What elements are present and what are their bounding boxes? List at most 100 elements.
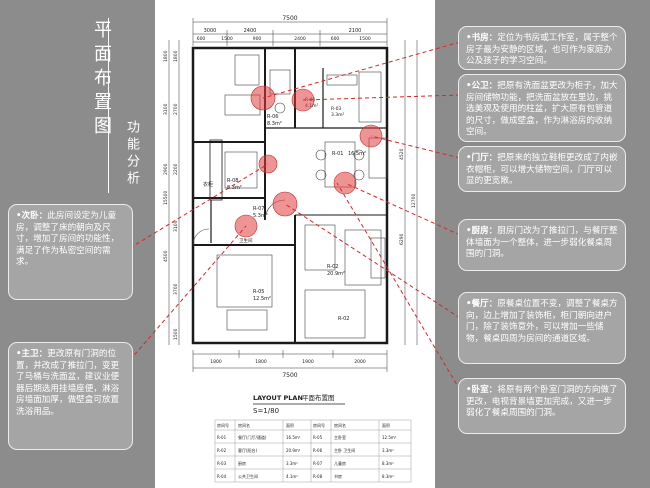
dim-bottom-seg: 1800 xyxy=(255,359,267,365)
callout-head: •公卫： xyxy=(466,81,498,91)
dim-top-seg: 600 xyxy=(331,36,340,42)
table-cell: 16.5m² xyxy=(286,435,301,440)
table-header: 房间名 xyxy=(334,422,346,428)
page-subtitle: 功能分析 xyxy=(124,120,139,188)
callout-kitchen: •厨房：厨房门改为了推拉门，与餐厅整体墙面为一个整体，进一步弱化餐桌周围的门洞。 xyxy=(458,219,626,271)
table-cell: 主卧 卫生间 xyxy=(334,447,355,453)
callout-study: •书房：定位为书房或工作室，属于整个房子最为安静的区域，也可作为家庭办公及孩子的… xyxy=(458,26,626,70)
table-cell: 书房 xyxy=(334,473,342,479)
callout-text: 厨房门改为了推拉门，与餐厅整体墙面为一个整体，进一步弱化餐桌周围的门洞。 xyxy=(466,226,618,260)
dim-left: 2200 xyxy=(173,163,179,175)
dim-left: 3700 xyxy=(173,283,179,295)
table-cell: R-07 xyxy=(313,461,323,466)
table-cell: 公共卫生间 xyxy=(238,473,258,479)
table-cell: 12.5m² xyxy=(382,435,397,440)
dim-left: 3100 xyxy=(163,103,169,115)
dim-top-sub: 3000 xyxy=(204,28,217,34)
dim-top-seg: 900 xyxy=(253,36,262,42)
callout-head: •餐厅： xyxy=(466,299,498,309)
dim-bottom-seg: 1800 xyxy=(210,359,222,365)
plan-title-cn: 平面布置图 xyxy=(302,393,335,402)
callout-master-bath: •主卫：更改原有门洞的位置，并改成了推拉门，变更了马桶与洗面盆，建议业便器后期选… xyxy=(8,342,133,450)
table-cell: 8.3m² xyxy=(382,461,394,466)
floor-plan-drawing: 7500 3000 2400 2100 600 1500 900 2400 60… xyxy=(163,15,418,483)
table-cell: 20.9m² xyxy=(286,448,301,453)
room-code: R-06 xyxy=(267,114,278,120)
callout-head: •门厅： xyxy=(466,153,498,163)
callout-text: 把原有洗面盆更改为柜子，加大房间储物功能，把洗面盆放在里边，挑选美观及使用的柱盆… xyxy=(466,81,618,138)
dim-top-seg: 600 xyxy=(197,36,206,42)
bath-label: 卫生间 xyxy=(239,237,253,244)
dim-bottom-seg: 2000 xyxy=(354,359,366,365)
callout-second-bedroom: •次卧：此房间设定为儿童房，调整了床的朝向及尺寸，增加了房间的功能性，满足了作为… xyxy=(8,204,133,300)
callout-text: 定位为书房或工作室，属于整个房子最为安静的区域，也可作为家庭办公及孩子的学习空间… xyxy=(466,33,618,67)
dim-left: 1500 xyxy=(173,328,179,340)
room-code: R-02 xyxy=(338,316,349,322)
dim-top-seg: 1500 xyxy=(221,36,233,42)
callout-bedroom: •卧室：将原有两个卧室门洞的方向做了更改，电视背景墙更加完成，又进一步弱化了餐桌… xyxy=(458,378,626,434)
table-cell: R-03 xyxy=(217,461,227,466)
table-cell: R-01 xyxy=(217,435,227,440)
room-code: R-01 xyxy=(332,151,343,157)
room-area: 3.3m² xyxy=(331,112,345,118)
page-title: 平面布置图 xyxy=(91,20,112,140)
area-table: 房间号 房间名 面积 房间号 房间名 面积 R-01 餐厅(门厅/通道) 16.… xyxy=(217,422,397,479)
callout-text: 此房间设定为儿童房，调整了床的朝向及尺寸，增加了房间的功能性，满足了作为私密空间… xyxy=(16,211,120,268)
dim-top-sub: 2100 xyxy=(349,28,362,34)
room-area: 8.3m² xyxy=(227,185,242,191)
dim-left: 3100 xyxy=(173,220,179,232)
table-cell: 4.1m² xyxy=(286,474,298,479)
table-cell: 8.3m² xyxy=(382,474,394,479)
dim-right: 4520 xyxy=(399,148,405,160)
dim-left: 2700 xyxy=(173,103,179,115)
table-cell: 客厅(阳台) xyxy=(238,447,258,453)
table-cell: 3.3m² xyxy=(382,448,394,453)
callout-entry: •门厅：把原来的独立鞋柜更改成了内嵌衣帽柜，可以增大储物空间，门厅可以显的更宽敞… xyxy=(458,146,626,192)
dim-top-total: 7500 xyxy=(282,15,297,22)
room-area: 8.3m² xyxy=(267,121,282,127)
callout-head: •书房： xyxy=(466,33,498,43)
table-cell: R-05 xyxy=(313,435,323,440)
table-cell: R-08 xyxy=(313,474,323,479)
room-area: 12.5m² xyxy=(253,296,271,302)
dim-left: 1800 xyxy=(163,50,169,62)
dim-left: 2900 xyxy=(163,163,169,175)
area-table-grid xyxy=(214,419,412,483)
dim-top-seg: 2400 xyxy=(294,36,306,42)
callout-public-bath: •公卫：把原有洗面盆更改为柜子，加大房间储物功能，把洗面盆放在里边，挑选美观及使… xyxy=(458,74,626,142)
callout-text: 将原有两个卧室门洞的方向做了更改，电视背景墙更加完成，又进一步弱化了餐桌周围的门… xyxy=(466,385,618,419)
dim-bottom-total: 7500 xyxy=(282,372,297,379)
wardrobe-label: 衣柜 xyxy=(203,181,213,188)
table-cell: 儿童房 xyxy=(334,460,346,466)
table-header: 房间号 xyxy=(313,422,325,428)
room-code: R-07 xyxy=(253,206,264,212)
dim-left: 15500 xyxy=(163,191,169,205)
callout-head: •主卫： xyxy=(16,349,48,359)
callout-head: •卧室： xyxy=(466,385,498,395)
room-code: R-02 xyxy=(327,264,338,270)
right-dimension-lines xyxy=(404,40,418,345)
table-cell: 厨房 xyxy=(238,460,246,466)
plan-title-en: LAYOUT PLAN xyxy=(253,394,303,402)
callout-head: •次卧： xyxy=(16,211,48,221)
table-header: 房间名 xyxy=(238,422,250,428)
room-area: 5.3m² xyxy=(253,213,268,219)
left-dimension-lines xyxy=(168,40,180,345)
dim-top-seg: 1500 xyxy=(359,36,371,42)
callout-text: 原餐桌位置不变，调整了餐桌方向，边上增加了装饰柜，柜门朝向进户门，除了装饰意外，… xyxy=(466,299,618,344)
title-divider xyxy=(108,18,109,193)
table-cell: 3.3m² xyxy=(286,461,298,466)
table-header: 面积 xyxy=(286,422,294,428)
table-header: 房间号 xyxy=(217,422,229,428)
callout-head: •厨房： xyxy=(466,226,498,236)
dim-top-sub: 2400 xyxy=(244,28,257,34)
room-area: 20.9m² xyxy=(327,271,345,277)
plan-scale: S=1/80 xyxy=(253,407,279,415)
table-cell: R-02 xyxy=(217,448,227,453)
floor-plan: 7500 3000 2400 2100 600 1500 900 2400 60… xyxy=(155,0,435,488)
dim-bottom-seg: 1900 xyxy=(302,359,314,365)
dim-left: 1800 xyxy=(173,50,179,62)
room-code: R-05 xyxy=(253,289,264,295)
table-cell: 主卧室 xyxy=(334,434,346,440)
callout-text: 把原来的独立鞋柜更改成了内嵌衣帽柜，可以增大储物空间，门厅可以显的更宽敞。 xyxy=(466,153,618,187)
